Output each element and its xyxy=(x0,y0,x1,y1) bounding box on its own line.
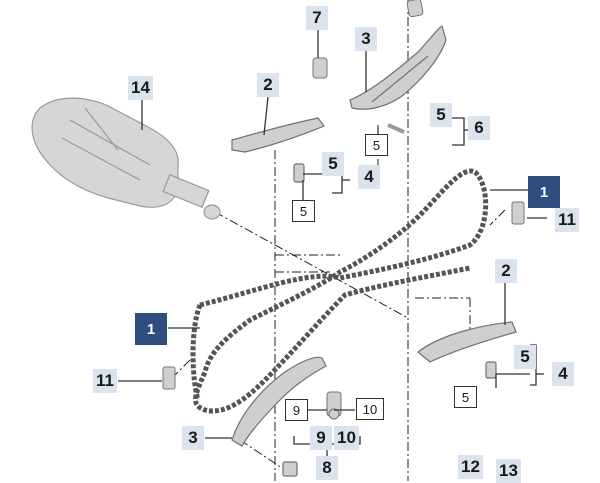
callout-tensioner-10: 10 xyxy=(334,426,359,450)
callout-gasket-right: 11 xyxy=(555,208,579,232)
callout-lower-guide-rail: 3 xyxy=(182,426,204,450)
callout-upper-guide-bolt-a: 5 xyxy=(430,103,452,127)
callout-left-rail-bolt-a: 5 xyxy=(322,152,344,176)
callout-left-tensioner-rail: 2 xyxy=(257,73,279,97)
right-tensioner-rail-illustration xyxy=(417,321,517,379)
crankshaft-illustration xyxy=(31,97,221,220)
callout-tensioner-box-9: 9 xyxy=(285,399,308,421)
callout-sprocket-bolt: 7 xyxy=(306,6,328,30)
lower-guide-rail-illustration xyxy=(231,356,327,477)
callout-tensioner: 8 xyxy=(316,456,338,480)
callout-part-12: 12 xyxy=(458,455,483,479)
callout-upper-guide-bolt-b: 6 xyxy=(468,116,490,140)
callout-right-rail-bolt-b: 4 xyxy=(552,362,574,386)
callout-right-rail-bolt-a: 5 xyxy=(514,345,536,369)
callout-upper-guide-rail: 3 xyxy=(355,27,377,51)
timing-chain-illustration xyxy=(190,168,489,414)
sprocket-bolt-illustration xyxy=(312,0,424,79)
callout-part-13: 13 xyxy=(496,459,521,483)
callout-tensioner-9: 9 xyxy=(310,426,332,450)
callout-gasket-left: 11 xyxy=(93,369,117,393)
callout-tensioner-box-10: 10 xyxy=(356,398,384,420)
callout-right-tensioner-rail: 2 xyxy=(495,259,517,283)
callout-right-rail-bolt-box: 5 xyxy=(454,386,477,408)
chain-tensioner-illustration xyxy=(326,391,342,420)
callout-left-rail-bolt-box: 5 xyxy=(292,200,315,222)
callout-timing-chain-lower: 1 xyxy=(135,313,167,345)
gasket-illustrations xyxy=(162,201,525,390)
callout-crankshaft: 14 xyxy=(128,76,153,100)
callout-left-rail-bolt-b: 4 xyxy=(358,165,380,189)
callout-timing-chain-upper: 1 xyxy=(528,176,560,208)
callout-upper-guide-bolt-box: 5 xyxy=(365,134,388,156)
left-tensioner-rail-illustration xyxy=(231,117,325,183)
upper-guide-rail-illustration xyxy=(349,25,447,134)
